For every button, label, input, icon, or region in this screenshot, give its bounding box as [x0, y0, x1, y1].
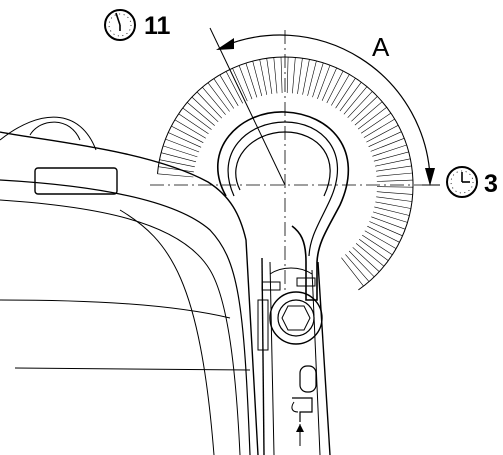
start-position-label: 11 [104, 9, 171, 41]
brush-head [216, 111, 350, 301]
centerlines [150, 27, 432, 290]
angle-dimension [216, 34, 440, 186]
lever [291, 365, 317, 446]
machine-body [0, 116, 259, 455]
clock-icon [446, 166, 478, 198]
brush-fringe [157, 56, 414, 291]
brush-outline [157, 56, 414, 291]
end-position-label: 3 [446, 166, 498, 198]
start-position-number: 11 [144, 12, 171, 40]
angle-label: A [372, 32, 390, 62]
brush-bristles [157, 56, 414, 287]
clock-icon [104, 9, 136, 41]
knob [269, 291, 323, 345]
brush-arm [257, 257, 331, 455]
end-position-number: 3 [484, 170, 498, 198]
